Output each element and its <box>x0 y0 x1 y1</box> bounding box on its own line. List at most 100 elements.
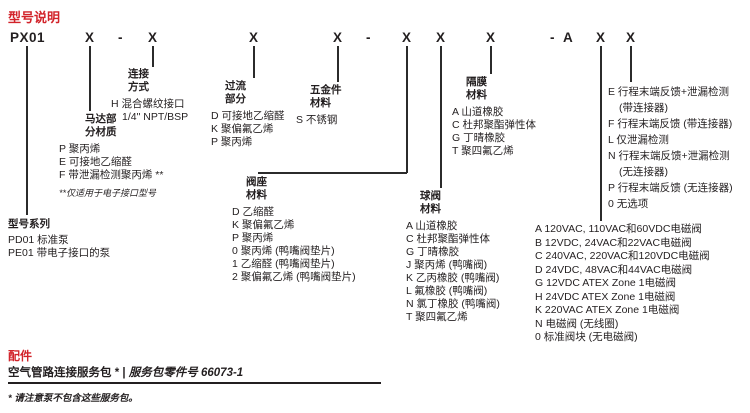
option: K 聚偏氟乙烯 <box>232 219 295 231</box>
hardware-material-block: 五金件 材料 S 不锈钢 <box>296 84 342 127</box>
leader-line-connection <box>152 46 154 67</box>
option: C 杜邦聚酯弹性体 <box>452 119 536 131</box>
service-pack-divider: | <box>122 367 126 379</box>
code-token-dash2: - <box>366 30 371 45</box>
option: L 仅泄漏检测 <box>608 134 669 146</box>
option: 2 聚偏氟乙烯 (鸭嘴阀垫片) <box>232 271 356 283</box>
motor-material-header: 马达部 分材质 <box>85 113 163 138</box>
code-token-connection: X <box>148 30 158 45</box>
wetted-parts-options: D 可接地乙缩醛 K 聚偏氟乙烯 P 聚丙烯 <box>211 110 285 149</box>
leader-line-solenoid <box>600 46 602 221</box>
valve-seat-material-options: D 乙缩醛 K 聚偏氟乙烯 P 聚丙烯 0 聚丙烯 (鸭嘴阀垫片) 1 乙缩醛 … <box>232 206 356 284</box>
header-line: 五金件 <box>310 84 342 96</box>
option: H 混合螺纹接口 <box>111 98 185 110</box>
leader-line-series <box>26 46 28 215</box>
accessories-divider-rule <box>8 382 381 384</box>
option: K 乙丙橡胶 (鸭嘴阀) <box>406 272 500 284</box>
option: E 可接地乙缩醛 <box>59 156 132 168</box>
header-line: 连接 <box>128 68 149 80</box>
valve-seat-material-header: 阀座 材料 <box>246 176 356 201</box>
motor-material-block: 马达部 分材质 P 聚丙烯 E 可接地乙缩醛 F 带泄漏检测聚丙烯 ** **仅… <box>59 113 163 200</box>
option: L 氟橡胶 (鸭嘴阀) <box>406 285 488 297</box>
option: C 杜邦聚酯弹性体 <box>406 233 490 245</box>
option: G 12VDC ATEX Zone 1电磁阀 <box>535 277 677 289</box>
option: N 行程末端反馈+泄漏检测 <box>608 150 730 162</box>
leader-line-feedback <box>630 46 632 82</box>
option: T 聚四氟乙烯 <box>406 311 468 323</box>
header-line: 方式 <box>128 80 149 93</box>
option: D 可接地乙缩醛 <box>211 110 285 122</box>
leader-line-seat-horizontal <box>258 172 407 174</box>
wetted-parts-header: 过流 部分 <box>225 80 285 105</box>
option: A 山道橡胶 <box>452 106 504 118</box>
connection-type-block: 连接 方式 H 混合螺纹接口 1/4" NPT/BSP <box>111 68 188 124</box>
option: F 行程末端反馈 (带连接器) <box>608 118 733 130</box>
leader-line-wetted <box>253 46 255 78</box>
feedback-options-block: E 行程末端反馈+泄漏检测 (带连接器) F 行程末端反馈 (带连接器) L 仅… <box>608 84 733 212</box>
series-header: 型号系列 <box>8 218 50 230</box>
option: E 行程末端反馈+泄漏检测 <box>608 86 730 98</box>
header-line: 部分 <box>225 92 246 105</box>
header-line: 球阀 <box>420 190 441 202</box>
header-line: 过流 <box>225 80 246 92</box>
leader-line-motor <box>89 46 91 111</box>
solenoid-options: A 120VAC, 110VAC和60VDC电磁阀 B 12VDC, 24VAC… <box>535 223 710 345</box>
code-token-ball: X <box>436 30 446 45</box>
diaphragm-material-options: A 山道橡胶 C 杜邦聚酯弹性体 G 丁晴橡胶 T 聚四氟乙烯 <box>452 106 536 158</box>
service-pack-name: 空气管路连接服务包 * <box>8 367 120 379</box>
option: P 聚丙烯 <box>211 136 253 148</box>
option: D 24VDC, 48VAC和44VAC电磁阀 <box>535 263 693 276</box>
header-line: 材料 <box>466 88 487 101</box>
option: S 不锈钢 <box>296 114 338 126</box>
option: N 氯丁橡胶 (鸭嘴阀) <box>406 298 500 310</box>
code-token-wetted: X <box>249 30 259 45</box>
code-token-feedback: X <box>626 30 636 45</box>
connection-type-options: H 混合螺纹接口 1/4" NPT/BSP <box>111 98 188 124</box>
diaphragm-material-header: 隔膜 材料 <box>466 76 536 101</box>
option: G 丁晴橡胶 <box>406 246 460 258</box>
code-token-fixed-a: A <box>563 30 574 45</box>
leader-line-hardware <box>337 46 339 82</box>
series-block: 型号系列 PD01 标准泵 PE01 带电子接口的泵 <box>8 218 110 260</box>
hardware-material-header: 五金件 材料 <box>310 84 342 109</box>
valve-seat-material-block: 阀座 材料 D 乙缩醛 K 聚偏氟乙烯 P 聚丙烯 0 聚丙烯 (鸭嘴阀垫片) … <box>232 176 356 284</box>
option: P 行程末端反馈 (无连接器) <box>608 182 733 194</box>
header-line: 隔膜 <box>466 76 487 88</box>
option: A 120VAC, 110VAC和60VDC电磁阀 <box>535 223 702 235</box>
feedback-options: E 行程末端反馈+泄漏检测 (带连接器) F 行程末端反馈 (带连接器) L 仅… <box>608 84 733 212</box>
option: P 聚丙烯 <box>232 232 274 244</box>
service-pack-line: 空气管路连接服务包 * | 服务包零件号 66073-1 <box>8 364 243 380</box>
header-line: 材料 <box>246 188 267 201</box>
leader-line-seat-vertical <box>406 46 408 173</box>
ball-material-options: A 山道橡胶 C 杜邦聚酯弹性体 G 丁晴橡胶 J 聚丙烯 (鸭嘴阀) K 乙丙… <box>406 220 500 324</box>
option: 1 乙缩醛 (鸭嘴阀垫片) <box>232 258 335 270</box>
option: 0 聚丙烯 (鸭嘴阀垫片) <box>232 245 335 257</box>
option: T 聚四氟乙烯 <box>452 145 514 157</box>
accessories-heading: 配件 <box>8 349 33 363</box>
code-token-motor: X <box>85 30 95 45</box>
option-continuation: 1/4" NPT/BSP <box>122 111 189 123</box>
ball-material-header: 球阀 材料 <box>420 190 500 215</box>
leader-line-diaphragm <box>490 46 492 74</box>
option: K 聚偏氟乙烯 <box>211 123 274 135</box>
option: K 220VAC ATEX Zone 1电磁阀 <box>535 304 680 316</box>
option: D 乙缩醛 <box>232 206 274 218</box>
diaphragm-material-block: 隔膜 材料 A 山道橡胶 C 杜邦聚酯弹性体 G 丁晴橡胶 T 聚四氟乙烯 <box>452 76 536 158</box>
wetted-parts-block: 过流 部分 D 可接地乙缩醛 K 聚偏氟乙烯 P 聚丙烯 <box>211 80 285 149</box>
header-line: 分材质 <box>85 125 117 138</box>
option: J 聚丙烯 (鸭嘴阀) <box>406 259 488 271</box>
header-line: 阀座 <box>246 176 267 188</box>
code-token-dash3: - <box>550 30 555 45</box>
page-title: 型号说明 <box>8 10 61 25</box>
accessories-footnote: * 请注意泵不包含这些服务包。 <box>8 393 138 404</box>
code-token-solenoid: X <box>596 30 606 45</box>
option-continuation: (带连接器) <box>619 102 668 114</box>
header-line: 材料 <box>420 202 441 215</box>
option: C 240VAC, 220VAC和120VDC电磁阀 <box>535 250 710 262</box>
ball-material-block: 球阀 材料 A 山道橡胶 C 杜邦聚酯弹性体 G 丁晴橡胶 J 聚丙烯 (鸭嘴阀… <box>406 190 500 324</box>
hardware-material-options: S 不锈钢 <box>296 114 342 127</box>
option: H 24VDC ATEX Zone 1电磁阀 <box>535 290 676 303</box>
series-options: PD01 标准泵 PE01 带电子接口的泵 <box>8 234 110 260</box>
option: G 丁晴橡胶 <box>452 132 506 144</box>
